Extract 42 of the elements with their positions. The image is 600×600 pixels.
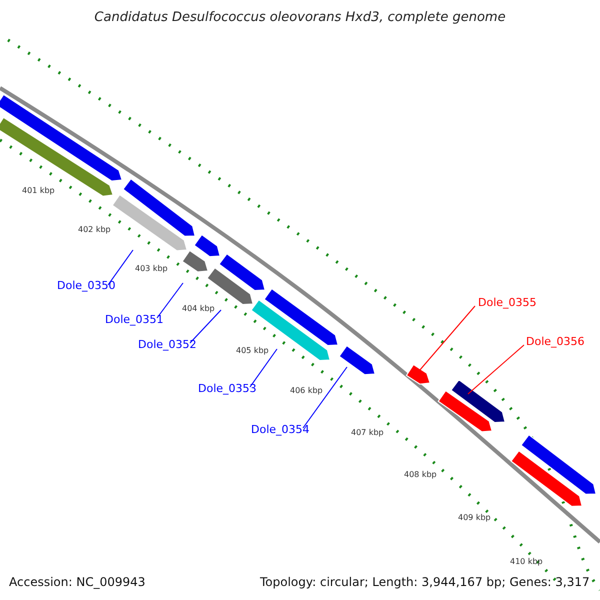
gene-feature-bar [122, 178, 196, 237]
gene-feature-bar [112, 194, 188, 252]
gene-feature-bar [520, 434, 597, 495]
gene-feature-bar [438, 390, 493, 432]
gene-label: Dole_0356 [526, 335, 585, 348]
gene-label: Dole_0350 [57, 279, 116, 292]
leader-line [250, 348, 278, 388]
leader-line [190, 310, 222, 344]
scale-label: 405 kbp [236, 346, 269, 355]
gene-feature-bar [406, 364, 431, 385]
gene-feature-bar [250, 299, 331, 361]
genome-summary-text: Topology: circular; Length: 3,944,167 bp; Genes: 3,317 [260, 575, 590, 589]
gene-label: Dole_0352 [138, 338, 197, 351]
scale-label: 408 kbp [404, 470, 437, 479]
gene-feature-bar [194, 234, 221, 258]
gene-feature-bar [206, 267, 254, 305]
gene-label: Dole_0355 [478, 296, 537, 309]
gene-feature-bar [0, 116, 114, 197]
scale-label: 410 kbp [510, 557, 543, 566]
gene-feature-bar [182, 250, 209, 272]
gene-feature-bar [450, 379, 506, 423]
gene-label: Dole_0353 [198, 382, 257, 395]
leader-line [156, 282, 184, 318]
scale-label: 407 kbp [351, 428, 384, 437]
diagram-title: Candidatus Desulfococcus oleovorans Hxd3, complete genome [93, 10, 507, 25]
scale-label: 406 kbp [290, 386, 323, 395]
leader-line [302, 366, 348, 428]
gene-feature-bar [510, 450, 583, 507]
gene-feature-bar [218, 253, 266, 291]
scale-label: 404 kbp [182, 304, 215, 313]
accession-text: Accession: NC_009943 [9, 575, 146, 589]
gene-feature-bar [338, 345, 376, 376]
leader-line [468, 344, 524, 394]
gene-label: Dole_0354 [251, 423, 310, 436]
scale-label: 401 kbp [22, 186, 55, 195]
gene-feature-bar [264, 288, 339, 346]
leader-line [108, 250, 134, 286]
gene-feature-bar [0, 94, 123, 182]
gene-label: Dole_0351 [105, 313, 164, 326]
scale-label: 402 kbp [78, 225, 111, 234]
scale-label: 409 kbp [458, 513, 491, 522]
scale-label: 403 kbp [135, 264, 168, 273]
